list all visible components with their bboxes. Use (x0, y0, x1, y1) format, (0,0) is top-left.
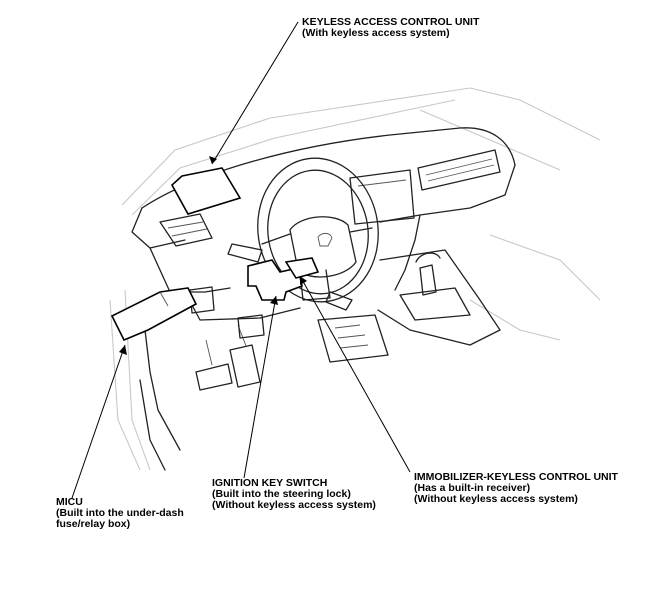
keyless-access-control-unit-label: KEYLESS ACCESS CONTROL UNIT (With keyles… (302, 17, 479, 39)
component-blocks (112, 168, 318, 340)
immobilizer-note-2: (Without keyless access system) (414, 494, 618, 505)
micu-block (112, 288, 196, 340)
leader-lines (72, 22, 410, 498)
leader-immobilizer (300, 276, 410, 472)
keyless-note: (With keyless access system) (302, 28, 479, 39)
keyless-unit-block (172, 168, 240, 214)
leader-keyless (212, 22, 298, 164)
ignition-key-switch-label: IGNITION KEY SWITCH (Built into the stee… (212, 478, 376, 511)
micu-label: MICU (Built into the under-dash fuse/rel… (56, 497, 184, 530)
ghost-outline (110, 88, 600, 470)
leader-ignition (244, 296, 276, 478)
ignition-note-2: (Without keyless access system) (212, 500, 376, 511)
leader-micu (72, 345, 125, 498)
immobilizer-keyless-control-unit-label: IMMOBILIZER-KEYLESS CONTROL UNIT (Has a … (414, 472, 618, 505)
micu-note-2: fuse/relay box) (56, 519, 184, 530)
